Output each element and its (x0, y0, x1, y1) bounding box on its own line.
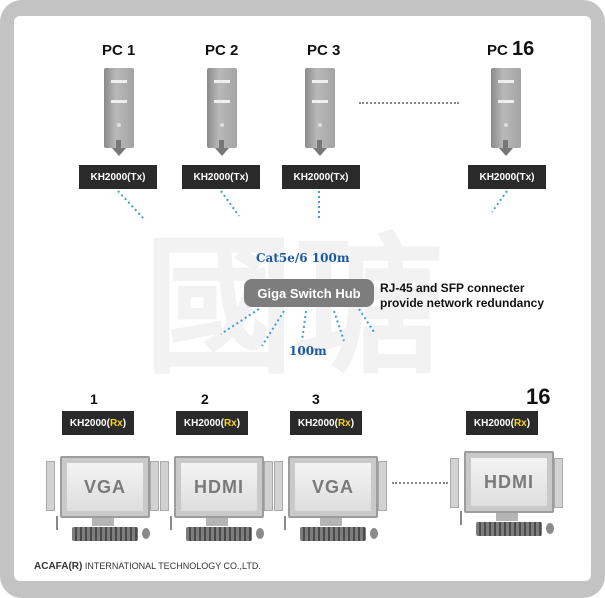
pc-label-1: PC 1 (102, 42, 136, 59)
rx-unit-2: KH2000(Rx) (176, 411, 248, 435)
pc-label-16: PC 16 (487, 38, 534, 61)
speaker-left (450, 458, 459, 508)
monitor-3-screen: VGA (295, 463, 371, 511)
workstation-ellipsis (392, 482, 448, 484)
giga-switch-hub: Giga Switch Hub (244, 279, 374, 307)
hub-note-line1: RJ-45 and SFP connecter (380, 281, 525, 295)
monitor-3: VGA (288, 456, 378, 518)
monitor-16: HDMI (464, 451, 554, 513)
monitor-1-screen: VGA (67, 463, 143, 511)
company-footer: ACAFA(R) INTERNATIONAL TECHNOLOGY CO.,LT… (34, 561, 261, 572)
microphone (460, 511, 462, 525)
keyboard (72, 527, 138, 541)
tx-unit-2: KH2000(Tx) (182, 165, 260, 189)
microphone (284, 516, 286, 530)
cable-spec-top: Cat5e/6 100m (256, 251, 350, 265)
pc-tower-2 (207, 68, 237, 148)
rx-unit-16: KH2000(Rx) (466, 411, 538, 435)
pc-label-2: PC 2 (205, 42, 239, 59)
diagram-panel: 國瑭 PC 1 PC 2 PC 3 PC 16 KH2000(Tx) KH200… (14, 16, 591, 581)
microphone (170, 516, 172, 530)
keyboard (300, 527, 366, 541)
keyboard (476, 522, 542, 536)
watermark: 國瑭 (144, 219, 445, 395)
tx-unit-1: KH2000(Tx) (79, 165, 157, 189)
speaker-left (160, 461, 169, 511)
speaker-right (378, 461, 387, 511)
receiver-number-3: 3 (312, 391, 320, 407)
receiver-number-1: 1 (90, 391, 98, 407)
speaker-right (554, 458, 563, 508)
mouse (256, 528, 264, 539)
pc-label-16-number: 16 (512, 38, 535, 60)
microphone (56, 516, 58, 530)
receiver-number-16: 16 (526, 384, 551, 409)
arrow-down-icon (313, 148, 327, 156)
monitor-2: HDMI (174, 456, 264, 518)
arrow-down-icon (215, 148, 229, 156)
tx-unit-16: KH2000(Tx) (468, 165, 546, 189)
mouse (142, 528, 150, 539)
mouse (546, 523, 554, 534)
pc-label-3: PC 3 (307, 42, 341, 59)
receiver-number-2: 2 (201, 391, 209, 407)
arrow-down-icon (499, 148, 513, 156)
mouse (370, 528, 378, 539)
rx-unit-3: KH2000(Rx) (290, 411, 362, 435)
monitor-16-screen: HDMI (471, 458, 547, 506)
company-brand: ACAFA(R) (34, 561, 83, 572)
network-cables (117, 190, 508, 347)
hub-note-line2: provide network redundancy (380, 296, 545, 310)
hub-note: RJ-45 and SFP connecter provide network … (380, 281, 544, 311)
speaker-right (150, 461, 159, 511)
pc-tower-3 (305, 68, 335, 148)
company-name: INTERNATIONAL TECHNOLOGY CO.,LTD. (84, 561, 261, 571)
monitor-2-screen: HDMI (181, 463, 257, 511)
rx-unit-1: KH2000(Rx) (62, 411, 134, 435)
pc-ellipsis (359, 102, 459, 104)
tx-unit-3: KH2000(Tx) (282, 165, 360, 189)
pc-label-16-prefix: PC (487, 42, 508, 59)
keyboard (186, 527, 252, 541)
speaker-left (46, 461, 55, 511)
cable-spec-bottom: 100m (289, 344, 327, 358)
speaker-left (274, 461, 283, 511)
pc-tower-1 (104, 68, 134, 148)
pc-tower-16 (491, 68, 521, 148)
monitor-1: VGA (60, 456, 150, 518)
arrow-down-icon (112, 148, 126, 156)
speaker-right (264, 461, 273, 511)
